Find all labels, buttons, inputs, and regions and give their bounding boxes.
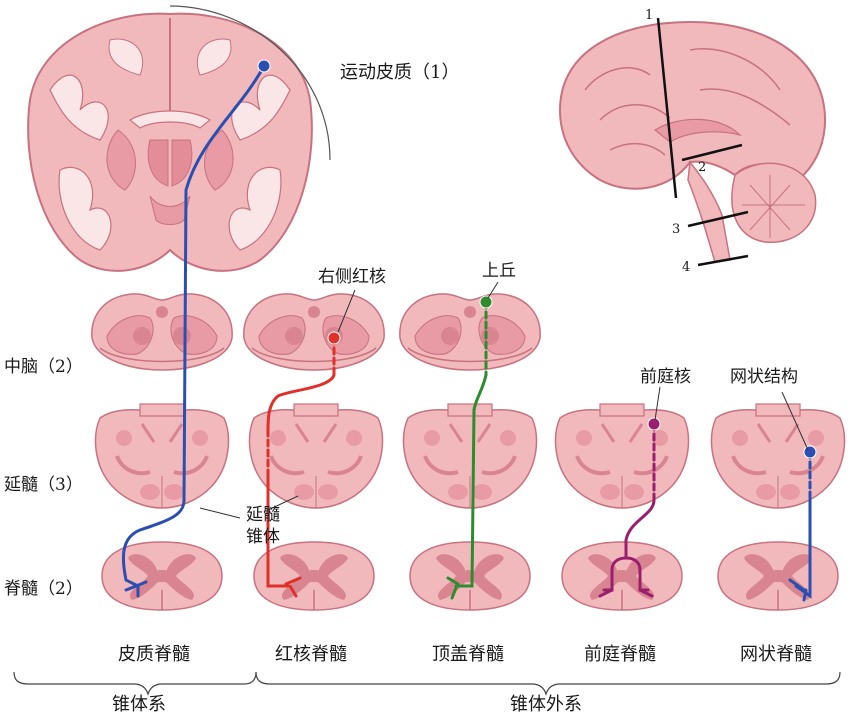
tract-pathways bbox=[121, 59, 817, 602]
vestibular-nucleus-leader bbox=[654, 386, 661, 421]
vestibular-nucleus-dot bbox=[647, 417, 661, 431]
extrapyramidal-brace bbox=[255, 671, 841, 696]
vestibulospinal-descending bbox=[598, 498, 656, 598]
reticulospinal-descending bbox=[788, 498, 812, 602]
red-nucleus-leader bbox=[337, 289, 356, 333]
superior-colliculus-label: 上丘 bbox=[482, 261, 516, 281]
sagittal-brain bbox=[558, 17, 827, 267]
tract-label-rubrospinal: 红核脊髓 bbox=[275, 644, 347, 665]
rubrospinal-crossing bbox=[266, 373, 336, 432]
extrapyramidal-system-label: 锥体外系 bbox=[510, 694, 582, 715]
tract-label-corticospinal: 皮质脊髓 bbox=[118, 644, 190, 665]
reticular-formation-dot bbox=[803, 445, 817, 459]
tectospinal-descending bbox=[446, 373, 488, 600]
superior-colliculus-leader bbox=[487, 281, 499, 299]
tract-label-tectospinal: 顶盖脊髓 bbox=[432, 644, 504, 665]
tract-label-reticulospinal: 网状脊髓 bbox=[740, 644, 812, 665]
vestibular-nucleus-label: 前庭核 bbox=[640, 367, 691, 387]
sagittal-plane-4-label: 4 bbox=[682, 260, 691, 275]
corticospinal-origin-dot bbox=[257, 59, 271, 73]
coronal-brain-section bbox=[27, 12, 313, 272]
medulla-pyramid-label-line1: 延髓 bbox=[246, 505, 280, 525]
superior-colliculus-dot bbox=[479, 295, 493, 309]
midbrain-label: 中脑（2） bbox=[4, 357, 83, 377]
rubrospinal-descending bbox=[266, 468, 302, 598]
motor-cortex-bracket bbox=[169, 5, 331, 161]
pyramidal-brace bbox=[13, 671, 257, 696]
corticospinal-tract bbox=[121, 64, 266, 598]
reticular-formation-label: 网状结构 bbox=[730, 367, 798, 387]
sagittal-plane-3-label: 3 bbox=[672, 222, 681, 237]
tract-label-vestibulospinal: 前庭脊髓 bbox=[584, 644, 656, 665]
spinal-cord-label: 脊髓（2） bbox=[4, 579, 83, 599]
pyramidal-system-label: 锥体系 bbox=[112, 694, 166, 715]
red-nucleus-label: 右侧红核 bbox=[318, 267, 386, 287]
sagittal-plane-2-label: 2 bbox=[698, 160, 707, 175]
medulla-label: 延髓（3） bbox=[4, 475, 83, 495]
reticular-formation-leader bbox=[781, 391, 809, 451]
pyramid-leader-left bbox=[199, 507, 241, 519]
motor-cortex-label: 运动皮质（1） bbox=[340, 62, 460, 83]
red-nucleus-dot bbox=[327, 331, 341, 345]
sagittal-plane-1-label: 1 bbox=[645, 8, 654, 23]
medulla-pyramid-label-line2: 锥体 bbox=[246, 527, 280, 547]
section-grid bbox=[91, 293, 847, 611]
pyramid-leader-right bbox=[267, 495, 299, 511]
